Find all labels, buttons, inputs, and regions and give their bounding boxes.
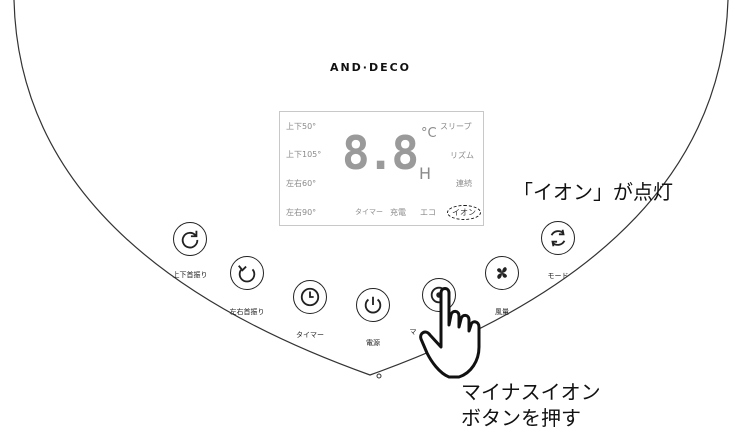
mode-button[interactable] — [541, 221, 575, 255]
lcd-label-charge: 充電 — [390, 208, 406, 217]
power-button[interactable] — [356, 288, 390, 322]
clock-icon — [300, 287, 320, 307]
rotate-ccw-icon — [238, 265, 256, 283]
power-icon — [364, 296, 382, 314]
lcd-label-leftright60: 左右60° — [286, 179, 317, 188]
fan-speed-button[interactable] — [485, 256, 519, 290]
updown-swing-label: 上下首振り — [172, 271, 208, 279]
lcd-humidity-unit: H — [419, 164, 432, 183]
lcd-label-updown105: 上下105° — [286, 150, 322, 159]
ion-label: マ — [409, 328, 417, 336]
rotate-cw-icon — [181, 230, 199, 249]
fan-speed-label: 風量 — [495, 308, 509, 316]
brand-logo: AND·DECO — [329, 61, 412, 74]
lcd-display: 上下50° 上下105° 左右60° 左右90° スリープ リズム 連続 タイマ… — [279, 111, 484, 226]
cycle-icon — [550, 229, 566, 247]
callout-press-line1: マイナスイオン — [461, 380, 601, 404]
mode-label: モード — [547, 272, 569, 280]
lcd-label-continuous: 連続 — [456, 179, 472, 188]
lcd-label-updown50: 上下50° — [286, 122, 317, 131]
leftright-swing-button[interactable] — [230, 256, 264, 290]
callout-ion-lit: 「イオン」が点灯 — [513, 180, 673, 204]
callout-press-line2: ボタンを押す — [461, 406, 581, 430]
timer-button[interactable] — [293, 280, 327, 314]
power-label: 電源 — [366, 339, 380, 347]
lcd-label-rhythm: リズム — [450, 151, 474, 160]
lcd-label-timer: タイマー — [355, 208, 383, 216]
leftright-swing-label: 左右首振り — [229, 308, 265, 316]
fan-icon — [497, 267, 507, 279]
lcd-label-leftright90: 左右90° — [286, 208, 317, 217]
lcd-digits: 8.8 — [342, 126, 419, 180]
timer-label: タイマー — [296, 331, 324, 339]
lcd-label-sleep: スリープ — [440, 122, 472, 131]
lcd-temp-unit: °C — [421, 126, 437, 141]
pointing-hand-icon — [419, 287, 481, 379]
lcd-label-eco: エコ — [420, 208, 436, 217]
updown-swing-button[interactable] — [173, 222, 207, 256]
lcd-label-ion: イオン — [447, 205, 481, 220]
